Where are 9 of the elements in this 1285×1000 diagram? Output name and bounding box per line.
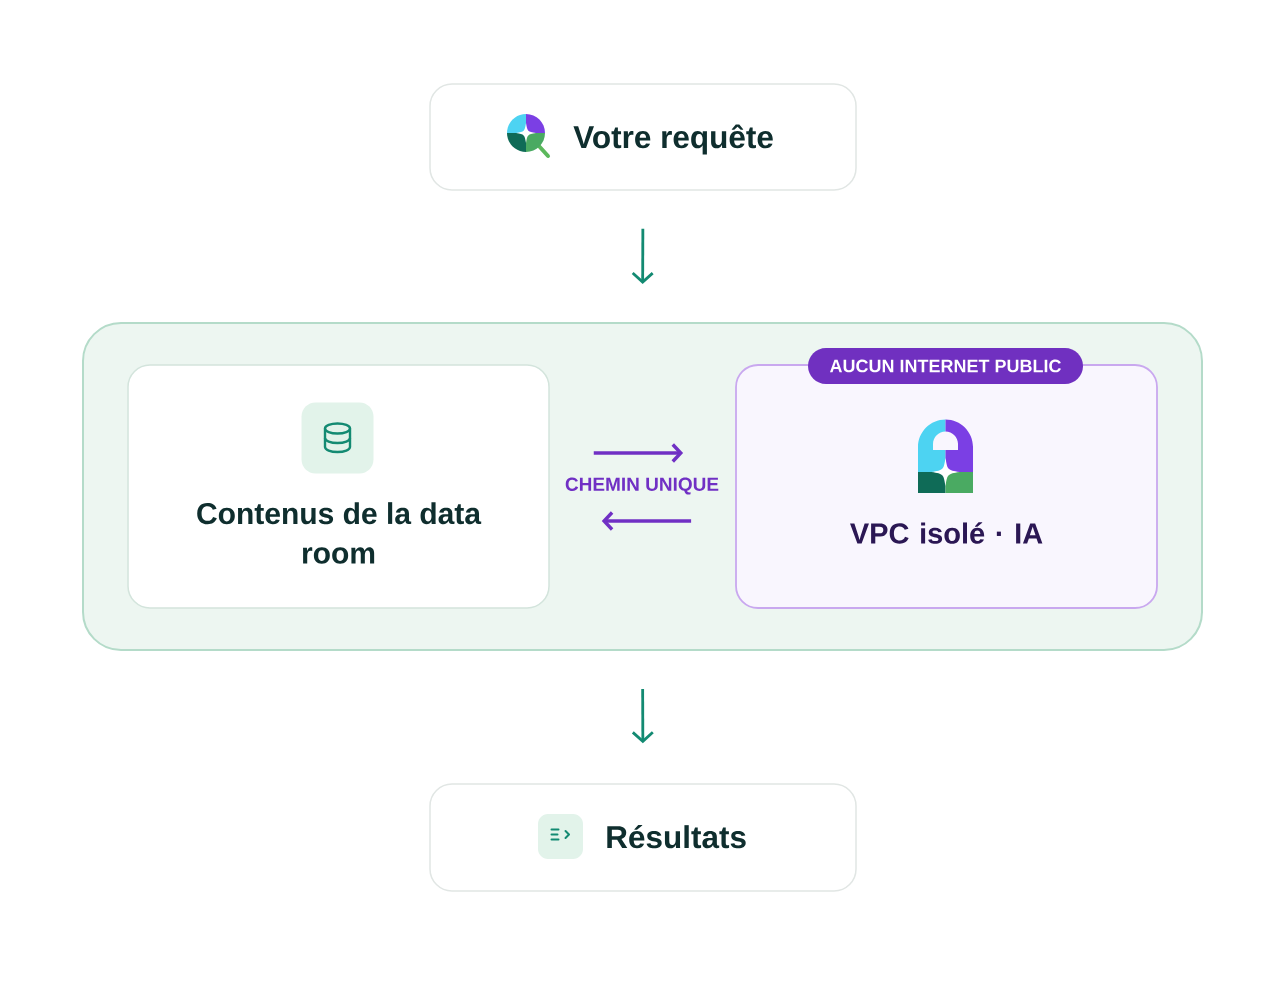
result-box: Résultats — [429, 783, 857, 892]
path-label: CHEMIN UNIQUE — [565, 477, 719, 495]
arrow — [631, 688, 654, 744]
request-box: Votre requête — [429, 83, 857, 191]
arrow — [593, 443, 684, 463]
arrow — [631, 228, 654, 284]
arrow — [601, 511, 692, 531]
badge: AUCUN INTERNET PUBLIC — [808, 348, 1083, 384]
content-box: Contenus de la data room — [127, 364, 550, 609]
